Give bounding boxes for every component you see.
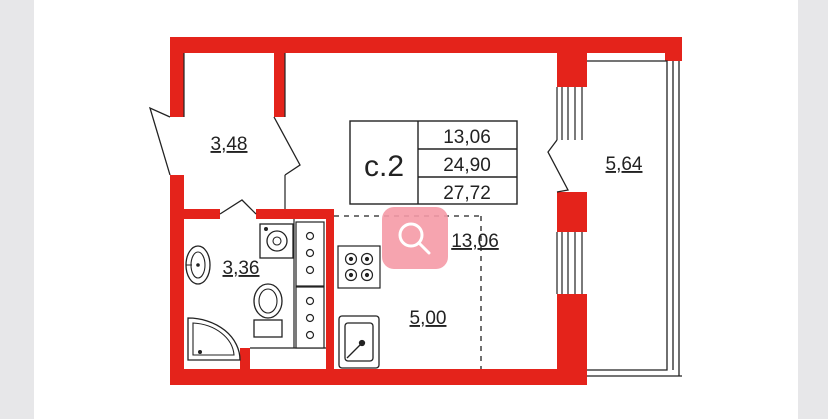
wall-hall-bottom-left (170, 209, 220, 219)
wall-hall-partition (274, 37, 285, 117)
apartment-code: с.2 (364, 150, 404, 183)
zoom-button[interactable] (382, 207, 448, 269)
room-area-hall: 3,48 (211, 134, 248, 155)
sink-icon (185, 245, 211, 285)
cabinet-column (295, 221, 325, 349)
wall-right-3 (557, 294, 587, 385)
wall-hall-bottom-right (256, 209, 333, 219)
wall-left-upper (170, 37, 184, 117)
doors (148, 106, 569, 215)
washing-machine-icon (259, 223, 294, 259)
room-area-kitchen: 5,00 (410, 308, 447, 329)
floor-plan-canvas: с.2 13,06 24,90 27,72 3,48 13,06 3,36 5,… (34, 0, 798, 419)
wall-bath-stub (240, 348, 250, 376)
wall-right-2 (557, 192, 587, 232)
wall-left-lower (170, 175, 184, 385)
entry-door (148, 106, 171, 176)
walls (170, 37, 682, 385)
window-lower (561, 232, 583, 294)
toilet-icon (253, 283, 283, 338)
stove-icon (337, 245, 381, 289)
balcony (587, 60, 682, 377)
room-area-living: 13,06 (451, 231, 499, 252)
area-total: 24,90 (443, 155, 491, 176)
area-table (349, 120, 518, 205)
area-with-balcony: 27,72 (443, 183, 491, 204)
room-area-bathroom: 3,36 (223, 258, 260, 279)
area-total-living: 13,06 (443, 127, 491, 148)
bath-door (219, 199, 257, 215)
wall-right-1 (557, 37, 587, 87)
wall-top (170, 37, 682, 53)
window-upper (561, 87, 583, 140)
kitchen-sink-icon (338, 315, 380, 369)
wall-bath-right (326, 209, 334, 369)
room-area-balcony: 5,64 (606, 154, 643, 175)
balcony-wall-top (665, 37, 682, 61)
floor-plan: с.2 13,06 24,90 27,72 3,48 13,06 3,36 5,… (148, 37, 682, 385)
hall-door (273, 116, 301, 176)
zoom-in-icon (398, 222, 431, 255)
thin-lines (183, 53, 558, 349)
balcony-door (547, 139, 569, 193)
shower-icon (187, 317, 241, 361)
wall-bottom (170, 369, 586, 385)
